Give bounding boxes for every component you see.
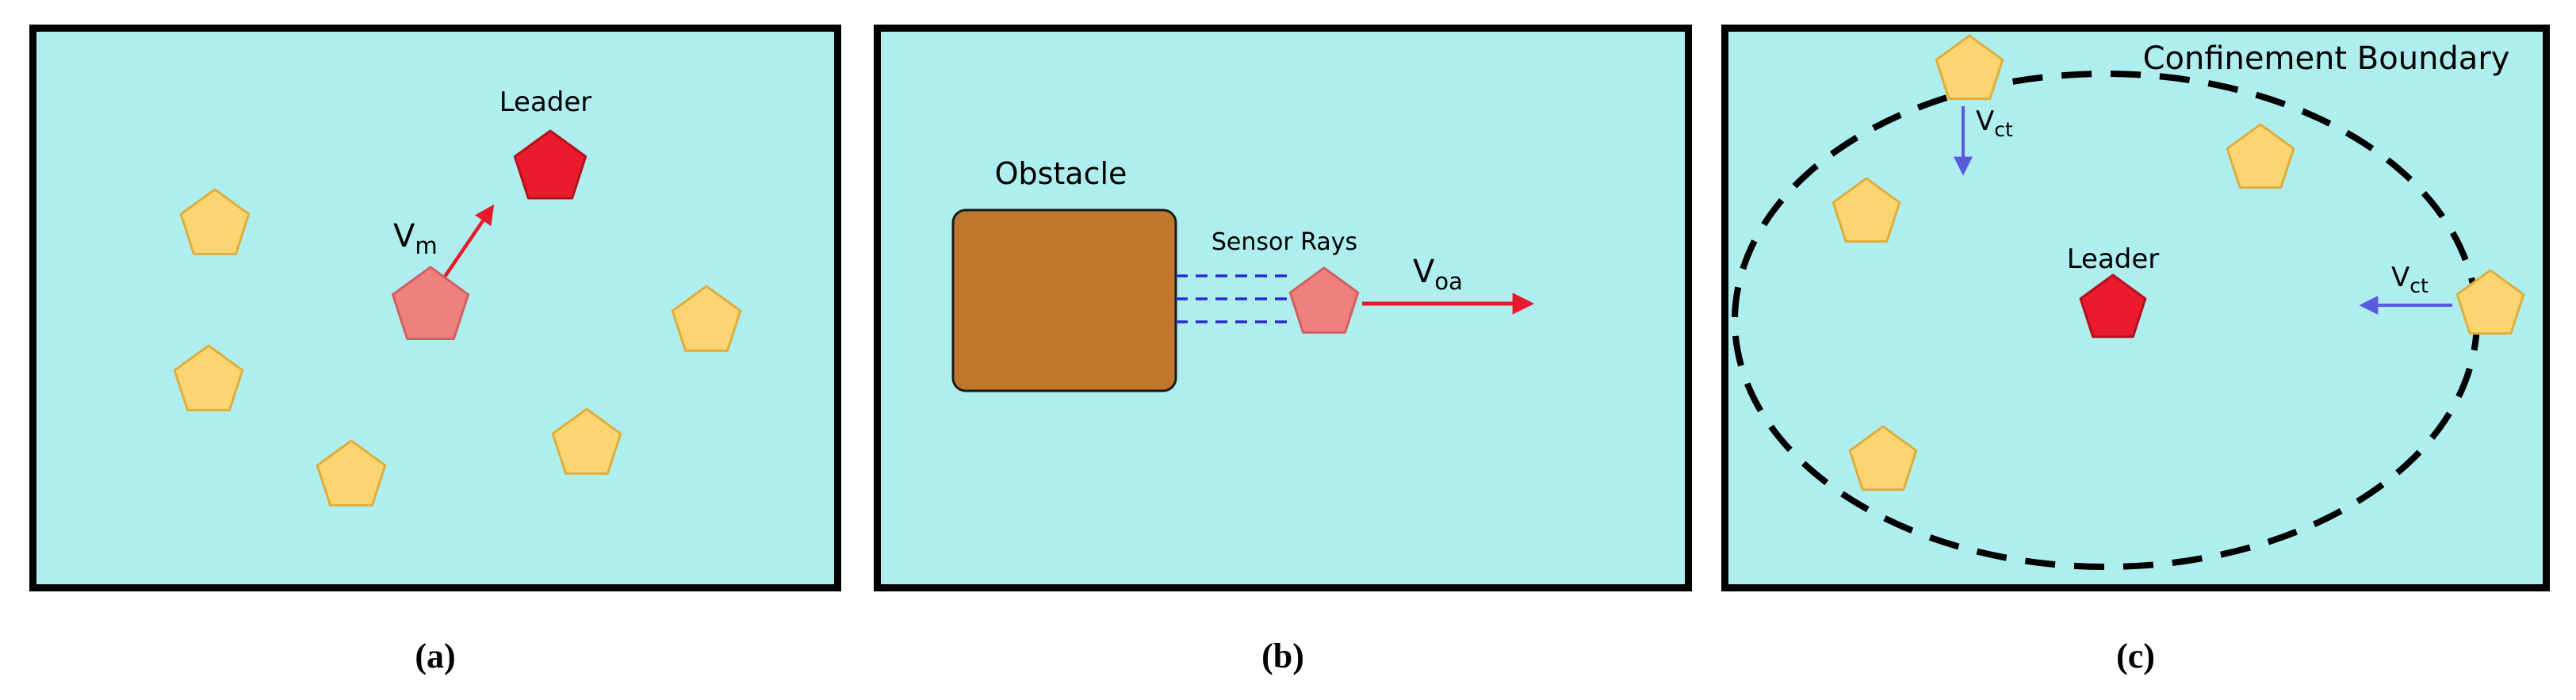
follower-pentagon (174, 346, 243, 410)
confinement-velocity-label-top: Vct (1976, 105, 2013, 141)
panel-a-caption: (a) (415, 637, 456, 675)
panel-c-caption: (c) (2116, 637, 2155, 675)
agent-pentagon (1850, 427, 1916, 490)
follower-pentagon (672, 286, 741, 350)
v-m-sub: m (415, 232, 437, 259)
follower-pentagon (181, 189, 249, 254)
avoiding-agent-pentagon (1290, 268, 1358, 332)
follower-pentagon (317, 441, 385, 505)
agent-pentagon (2227, 124, 2294, 188)
v-oa-sub: oa (1434, 268, 1463, 295)
panel-b-obstacle-avoidance: Obstacle Sensor Rays Voa (874, 25, 1692, 591)
panel-a-migration: Leader Vm (29, 25, 841, 591)
boundary-agent-pentagon-top (1936, 36, 2003, 99)
leader-label: Leader (2067, 243, 2160, 275)
obstacle-block (951, 208, 1177, 392)
panel-c-confinement: Confinement Boundary Leader Vct Vct (1721, 25, 2550, 591)
sensor-rays-label: Sensor Rays (1211, 228, 1357, 256)
migration-velocity-arrow (443, 204, 495, 278)
v-m-base: V (393, 218, 415, 254)
obstacle-label: Obstacle (995, 156, 1127, 191)
boundary-agent-pentagon-right (2457, 270, 2524, 334)
panel-b-canvas: Obstacle Sensor Rays Voa (951, 156, 1535, 392)
panel-b-caption: (b) (1261, 637, 1304, 675)
v-ct-right-base: V (2391, 262, 2409, 293)
leader-pentagon (515, 131, 585, 198)
agent-pentagon (1833, 178, 1900, 242)
migration-velocity-label: Vm (393, 218, 438, 259)
focal-agent-pentagon (392, 267, 468, 339)
confinement-velocity-label-right: Vct (2391, 262, 2429, 297)
panel-c-canvas: Confinement Boundary Leader Vct Vct (1732, 32, 2543, 570)
v-ct-right-sub: ct (2409, 274, 2429, 297)
leader-pentagon (2080, 275, 2145, 337)
avoidance-velocity-label: Voa (1413, 254, 1463, 295)
v-oa-base: V (1413, 254, 1435, 290)
confinement-boundary-label: Confinement Boundary (2143, 40, 2510, 77)
panel-a-canvas: Leader Vm (36, 32, 834, 584)
v-ct-top-base: V (1976, 105, 1994, 137)
v-ct-top-sub: ct (1994, 118, 2013, 141)
leader-label: Leader (500, 86, 592, 118)
follower-pentagon (553, 409, 621, 473)
